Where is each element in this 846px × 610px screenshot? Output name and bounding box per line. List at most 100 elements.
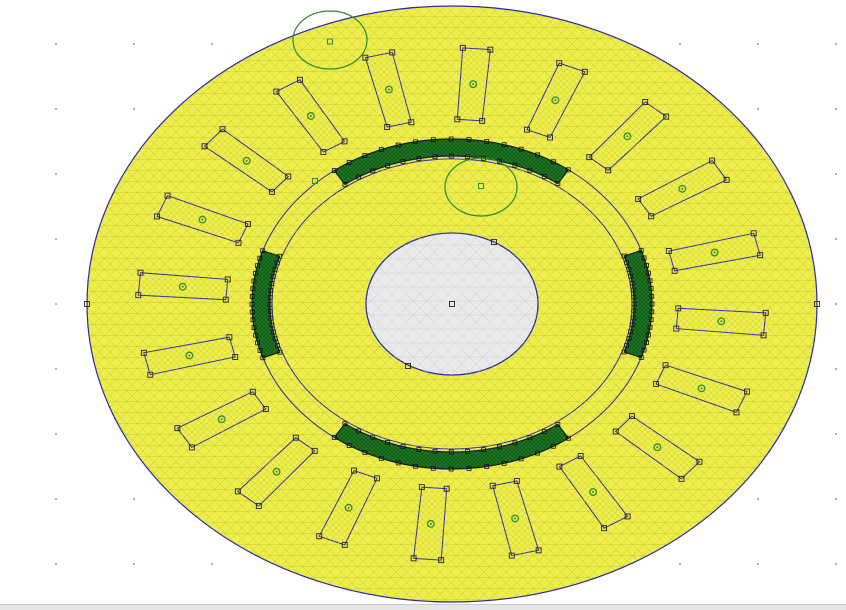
slot-node xyxy=(648,213,655,220)
slot-label-dot xyxy=(201,218,204,221)
coil-node xyxy=(541,174,547,179)
slot-label-marker xyxy=(185,351,194,360)
coil-node xyxy=(527,167,533,173)
slot-node xyxy=(733,409,740,416)
coil-sector-mesh xyxy=(252,250,280,358)
slot-label-dot xyxy=(245,159,248,162)
coil-node xyxy=(649,293,655,299)
slot-node xyxy=(678,475,685,482)
slot-node xyxy=(757,252,764,259)
coil-node xyxy=(413,463,419,469)
coil-node xyxy=(385,163,391,168)
grid-dot xyxy=(679,43,681,45)
slot-label-dot xyxy=(181,285,184,288)
slot-node xyxy=(750,230,757,237)
coil-node xyxy=(448,136,454,142)
coil-node xyxy=(277,349,283,355)
slot-node xyxy=(665,248,672,255)
slot-label-dot xyxy=(554,99,557,102)
coil-node xyxy=(432,154,438,160)
coil-node xyxy=(555,181,561,187)
coil-node xyxy=(638,248,644,253)
slot-node xyxy=(586,154,593,161)
coil-node xyxy=(253,270,258,276)
coil-node xyxy=(626,267,632,272)
grid-dot xyxy=(55,433,57,435)
rotor-node xyxy=(405,363,411,369)
coil-sector-mesh xyxy=(624,250,652,358)
grid-dot xyxy=(757,108,759,110)
coil-node xyxy=(448,466,454,472)
coil-node xyxy=(644,263,649,268)
coil-node xyxy=(430,137,436,143)
slot-node xyxy=(201,143,208,150)
coil-node xyxy=(621,349,627,355)
slot-node xyxy=(487,46,494,53)
slot-node xyxy=(723,176,730,183)
coil-node xyxy=(630,287,636,293)
slot-node xyxy=(605,167,612,174)
slot-label-marker xyxy=(678,184,687,193)
coil-node xyxy=(628,329,634,335)
slot-label-dot xyxy=(275,470,278,473)
slot-node xyxy=(524,126,530,133)
slot-node xyxy=(384,124,391,130)
coil-node xyxy=(255,263,260,269)
slot-node xyxy=(262,406,269,413)
selection-label-marker xyxy=(327,38,333,45)
slot-label-marker xyxy=(198,215,207,224)
coil-sector-mesh xyxy=(334,423,569,469)
slot-label-marker xyxy=(623,132,632,141)
grid-dot xyxy=(55,43,57,45)
slot-node xyxy=(601,525,608,532)
slot-node xyxy=(489,482,496,489)
coil-node xyxy=(518,456,524,462)
grid-dot xyxy=(835,368,837,370)
grid-dot xyxy=(757,43,759,45)
coil-node xyxy=(356,174,361,180)
slot-node xyxy=(341,541,348,548)
coil-node xyxy=(249,301,255,307)
selection-circle xyxy=(444,157,518,217)
coil-node xyxy=(484,139,490,144)
rotor-air-mesh xyxy=(366,233,538,375)
coil-node xyxy=(465,154,470,159)
slot-node xyxy=(232,353,239,360)
coil-node xyxy=(465,449,470,454)
grid-dot xyxy=(55,173,57,175)
grid-dot xyxy=(757,563,759,565)
grid-dot xyxy=(133,563,135,565)
coil-node xyxy=(272,336,278,342)
slot-label-marker xyxy=(551,96,560,105)
coil-node xyxy=(624,260,630,266)
coil-node xyxy=(550,159,556,165)
slot-node xyxy=(479,117,486,124)
coil-node xyxy=(626,336,632,341)
slot-node xyxy=(245,221,251,227)
slot-label-marker xyxy=(469,80,478,89)
slot-node xyxy=(696,458,703,465)
slot-label-marker xyxy=(178,282,187,291)
slot-label-marker xyxy=(217,415,226,424)
slot-node xyxy=(316,533,323,540)
slot-node xyxy=(269,188,276,195)
ring-label-marker xyxy=(312,178,318,184)
coil-node xyxy=(621,253,627,259)
slot-node xyxy=(273,88,280,95)
slot-node xyxy=(140,349,147,356)
grid-dot xyxy=(835,563,837,565)
grid-dot xyxy=(835,108,837,110)
slot-label-dot xyxy=(429,522,432,525)
slot-label-dot xyxy=(656,446,659,449)
coil-node xyxy=(629,322,635,328)
coil-node xyxy=(331,168,337,173)
slot-node xyxy=(222,296,229,303)
slot-node xyxy=(408,119,415,126)
slot-node xyxy=(443,485,450,492)
coil-node xyxy=(385,440,391,445)
coil-node xyxy=(481,447,486,453)
coil-node xyxy=(628,273,634,279)
slot-label-marker xyxy=(717,317,726,326)
